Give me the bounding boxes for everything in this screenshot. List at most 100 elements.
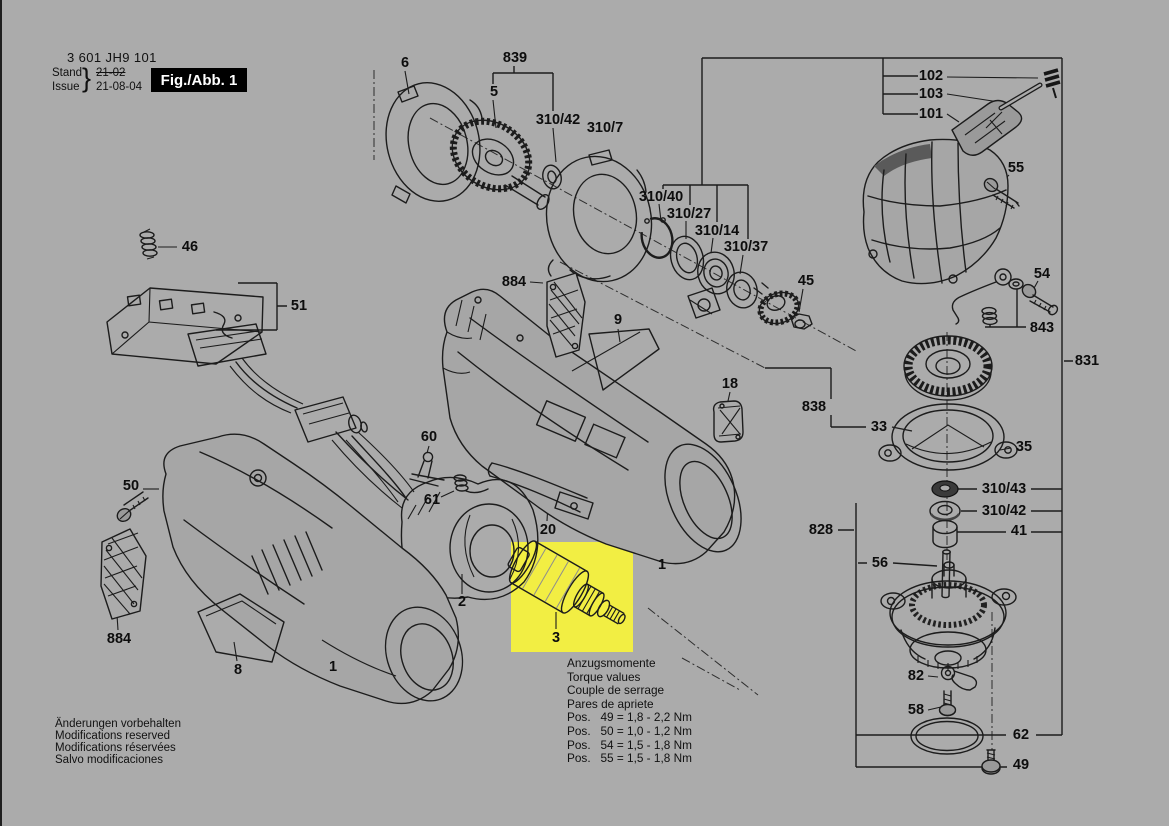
sketch-label-sticker-9	[571, 328, 660, 391]
part-label-49: 49	[1013, 757, 1029, 773]
sketch-electronics-module-51	[106, 287, 267, 367]
sketch-sleeve-41	[932, 519, 958, 549]
part-label-310/14: 310/14	[695, 223, 739, 239]
part-label-828: 828	[809, 522, 833, 538]
part-label-58: 58	[908, 702, 924, 718]
document-number: 3 601 JH9 101	[67, 50, 157, 65]
part-label-55: 55	[1008, 160, 1024, 176]
torque-line: Anzugsmomente	[567, 656, 656, 670]
sketch-grip-housing-1	[162, 433, 464, 705]
sketch-clamp-ring-6	[385, 82, 483, 204]
sketch-seal-310-37	[726, 271, 758, 309]
part-label-82: 82	[908, 668, 924, 684]
part-label-310/42: 310/42	[536, 112, 580, 128]
sketch-grip-cover-8	[197, 593, 285, 663]
torque-line: Pos. 50 = 1,0 - 1,2 Nm	[567, 723, 692, 738]
sketch-spring-843	[981, 306, 998, 326]
modifications-line: Modifications reserved	[55, 729, 171, 742]
part-label-56: 56	[872, 555, 888, 571]
sketch-nut-45	[790, 313, 813, 330]
part-label-50: 50	[123, 478, 139, 494]
part-label-839: 839	[503, 50, 527, 66]
part-label-310/40: 310/40	[639, 189, 683, 205]
part-label-884: 884	[107, 631, 131, 647]
sketch-handle-bar-20	[487, 462, 594, 520]
part-label-62: 62	[1013, 727, 1029, 743]
sketch-lever-82	[940, 665, 978, 691]
sketch-screw-55	[983, 177, 1020, 210]
sketch-housing-main-1	[441, 288, 742, 565]
sketch-pin-56	[941, 549, 952, 599]
sketch-lever-bracket-54	[951, 268, 1024, 325]
stand-label: Stand	[52, 67, 83, 79]
modifications-line: Modifications réservées	[55, 741, 176, 754]
sketch-bearing-310-42	[929, 500, 961, 522]
sketch-flange-310-7	[545, 149, 653, 283]
part-label-2: 2	[458, 594, 466, 610]
sketch-wiring-and-switch	[229, 357, 415, 503]
part-label-831: 831	[1075, 353, 1099, 369]
part-label-45: 45	[798, 273, 814, 289]
part-label-884: 884	[502, 274, 526, 290]
sketch-spring-61	[453, 474, 489, 494]
part-label-46: 46	[182, 239, 198, 255]
torque-note-pointer	[681, 657, 741, 691]
part-label-310/7: 310/7	[587, 120, 623, 136]
part-label-1: 1	[329, 659, 337, 675]
sketch-switch-slider-101	[951, 99, 1023, 156]
highlighted-region-part-3[interactable]	[511, 542, 633, 652]
modifications-line: Salvo modificaciones	[55, 753, 164, 766]
part-label-101: 101	[919, 106, 943, 122]
torque-line: Pares de apriete	[567, 696, 654, 711]
old-date-struck: 21-02	[96, 67, 126, 79]
revision-labels: Stand Issue	[52, 66, 82, 94]
revision-dates: 21-02 21-08-04	[96, 66, 142, 94]
part-label-3-highlighted: 3	[552, 630, 560, 646]
torque-note: Anzugsmomente Torque values Couple de se…	[567, 656, 692, 766]
sketch-screw-50	[116, 491, 149, 523]
sketch-screw-58	[938, 690, 957, 717]
torque-line: Pos. 55 = 1,5 - 1,8 Nm	[567, 751, 692, 766]
sketch-o-ring-62	[910, 717, 984, 755]
torque-line: Couple de serrage	[567, 683, 665, 698]
modifications-note: Änderungen vorbehalten Modifications res…	[55, 718, 181, 767]
part-label-102: 102	[919, 68, 943, 84]
part-label-310/43: 310/43	[982, 481, 1026, 497]
sketch-motor-bearing-unit	[880, 561, 1017, 670]
part-label-5: 5	[490, 84, 498, 100]
part-label-310/37: 310/37	[724, 239, 768, 255]
torque-line: Torque values	[567, 669, 641, 684]
figure-caption-box: Fig./Abb. 1	[151, 68, 247, 92]
part-label-61: 61	[424, 492, 440, 508]
part-label-41: 41	[1011, 523, 1027, 539]
revision-brace: }	[82, 63, 92, 93]
sketch-button-18	[712, 400, 744, 443]
part-label-35: 35	[1016, 439, 1032, 455]
modifications-line: Änderungen vorbehalten	[55, 718, 181, 730]
sketch-pin-103	[998, 82, 1043, 111]
part-label-9: 9	[614, 312, 622, 328]
sketch-screw-49	[981, 749, 1001, 775]
issue-label: Issue	[52, 81, 80, 93]
sketch-gear-head-cover	[862, 138, 1009, 285]
page-edge	[0, 0, 2, 826]
part-label-54: 54	[1034, 266, 1050, 282]
part-label-18: 18	[722, 376, 738, 392]
sketch-spring-46	[139, 228, 158, 260]
sketch-washer-310-43	[931, 480, 959, 498]
sketch-clip-60	[409, 451, 445, 487]
new-date: 21-08-04	[96, 81, 143, 93]
part-label-310/42: 310/42	[982, 503, 1026, 519]
part-label-838: 838	[802, 399, 826, 415]
sketch-square-nut	[687, 287, 721, 319]
sketch-bearing-flange-35	[878, 403, 1018, 471]
torque-line: Pos. 49 = 1,8 - 2,2 Nm	[567, 710, 692, 725]
sketch-rotor-fan-5	[449, 117, 550, 210]
sketch-circlip-310-40	[640, 217, 674, 259]
sketch-ring-310-27	[669, 235, 705, 281]
part-label-843: 843	[1030, 320, 1054, 336]
sketch-vent-grille-884-top	[546, 272, 586, 358]
